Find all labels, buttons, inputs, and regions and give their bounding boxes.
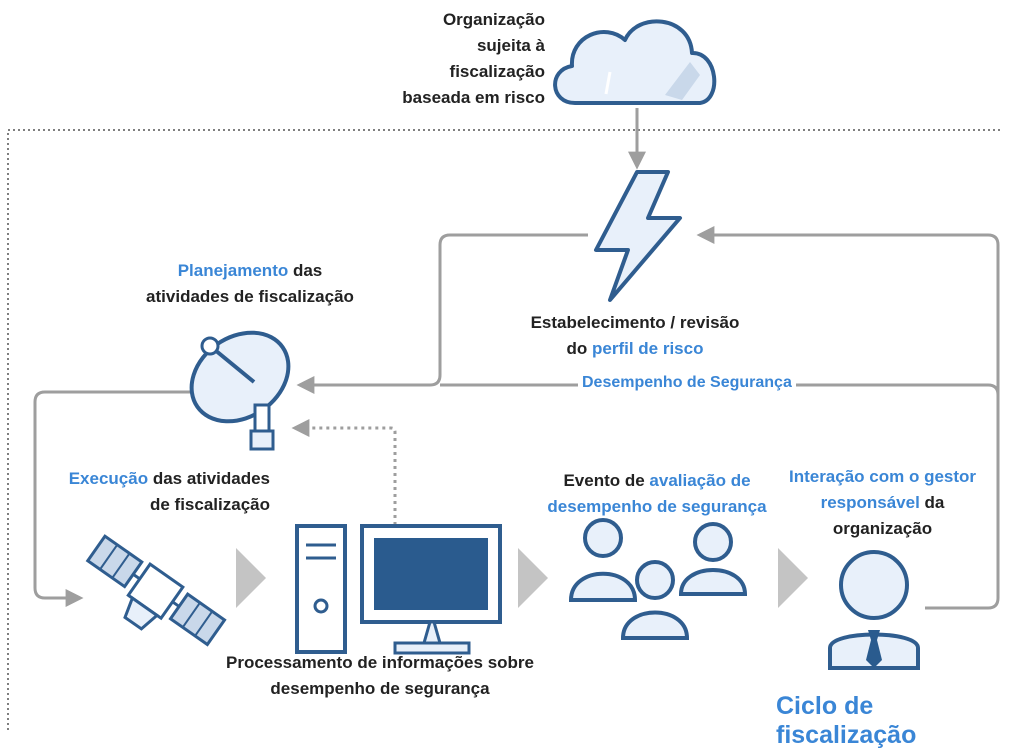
connector-risk-to-planning — [296, 233, 588, 394]
planning-line-1: Planejamento das — [130, 258, 370, 284]
label-processing: Processamento de informações sobre desem… — [220, 650, 540, 702]
execution-highlight: Execução — [68, 469, 149, 488]
connector-label: Desempenho de Segurança — [578, 374, 796, 392]
organization-line-2: sujeita à — [476, 36, 545, 55]
interaction-line-1: Interação com o gestor — [788, 467, 977, 486]
processing-line-1: Processamento de informações sobre — [225, 653, 534, 672]
interaction-rest: da — [919, 493, 945, 512]
diagram-graphics — [7, 19, 1000, 730]
chevron-execution-to-processing — [236, 548, 266, 608]
connector-interaction-to-risk — [696, 226, 1000, 610]
risk-profile-highlight: perfil de risco — [592, 339, 704, 358]
connector-safety-performance — [440, 383, 1000, 420]
planning-highlight: Planejamento — [177, 261, 289, 280]
interaction-line-3: organização — [832, 519, 933, 538]
processing-line-2: desempenho de segurança — [270, 679, 490, 698]
evaluation-highlight-1: avaliação de — [649, 471, 751, 490]
connector-processing-feedback — [291, 419, 397, 525]
computer-icon — [295, 524, 502, 655]
lightning-icon — [594, 170, 682, 302]
label-planning: Planejamento das atividades de fiscaliza… — [130, 258, 370, 310]
manager-icon — [828, 550, 920, 670]
execution-rest: das atividades — [148, 469, 270, 488]
cloud-icon — [553, 19, 717, 105]
organization-line-4: baseada em risco — [402, 88, 545, 107]
execution-line-2: de fiscalização — [149, 495, 270, 514]
satellite-icon — [85, 534, 227, 647]
chevron-evaluation-to-interaction — [778, 548, 808, 608]
risk-profile-line-2: do perfil de risco — [510, 336, 760, 362]
risk-profile-line-1: Estabelecimento / revisão — [530, 313, 740, 332]
dotted-boundary — [7, 129, 1000, 730]
satellite-dish-icon — [189, 330, 291, 451]
label-interaction: Interação com o gestor responsável da or… — [770, 464, 995, 542]
organization-line-1: Organização — [442, 10, 545, 29]
label-risk-profile: Estabelecimento / revisão do perfil de r… — [510, 310, 760, 362]
diagram-canvas: Organização sujeita à fiscalização basea… — [7, 7, 1000, 749]
interaction-line-2: responsável da — [770, 490, 995, 516]
interaction-highlight-2: responsável — [820, 493, 920, 512]
evaluation-prefix: Evento de — [563, 471, 650, 490]
label-evaluation: Evento de avaliação de desempenho de seg… — [532, 468, 782, 520]
label-organization: Organização sujeita à fiscalização basea… — [380, 7, 545, 111]
evaluation-highlight-2: desempenho de segurança — [547, 497, 767, 516]
execution-line-1: Execução das atividades — [40, 466, 270, 492]
planning-line-2: atividades de fiscalização — [146, 287, 354, 306]
planning-rest: das — [288, 261, 323, 280]
organization-line-3: fiscalização — [449, 62, 545, 81]
evaluation-line-1: Evento de avaliação de — [532, 468, 782, 494]
cycle-title: Ciclo de fiscalização — [776, 692, 917, 749]
chevron-processing-to-evaluation — [518, 548, 548, 608]
label-execution: Execução das atividades de fiscalização — [40, 466, 270, 518]
connector-planning-to-execution — [33, 390, 195, 607]
risk-profile-prefix: do — [566, 339, 592, 358]
people-group-icon — [568, 518, 748, 640]
